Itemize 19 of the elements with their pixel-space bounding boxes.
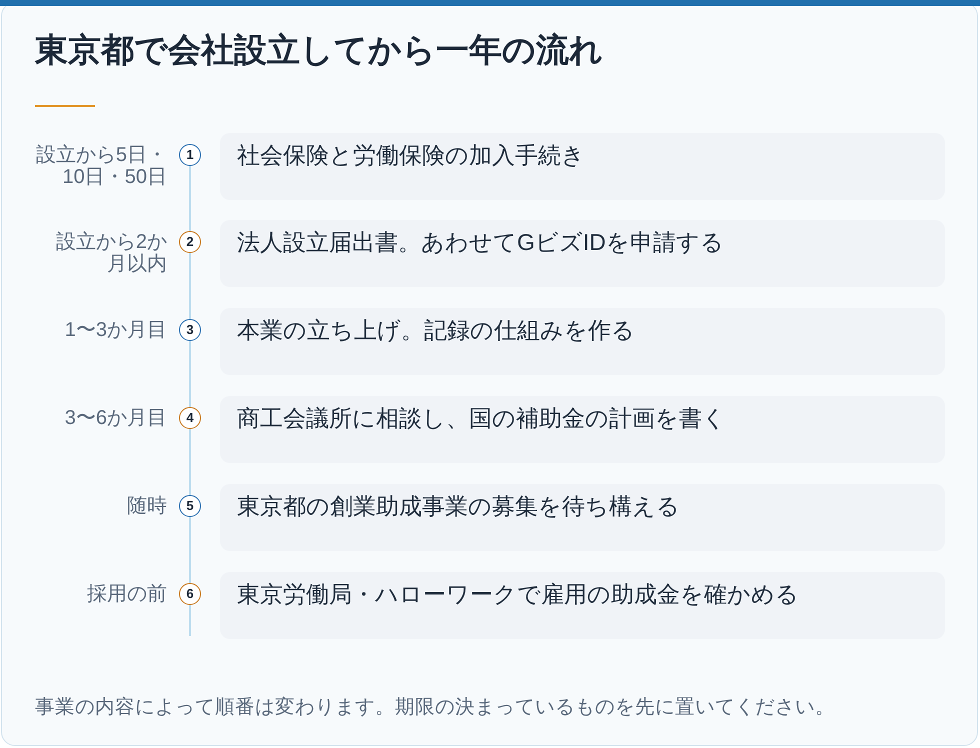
- title: 東京都で会社設立してから一年の流れ: [35, 30, 603, 70]
- step-card: 商工会議所に相談し、国の補助金の計画を書く: [220, 396, 945, 463]
- step-card: 社会保険と労働保険の加入手続き: [220, 133, 945, 200]
- timeline-line: [189, 166, 191, 231]
- date-label: 採用の前: [86, 583, 167, 605]
- date-label: 3〜6か月目: [64, 407, 167, 429]
- step-card: 本業の立ち上げ。記録の仕組みを作る: [220, 308, 945, 375]
- timeline-line: [189, 517, 191, 583]
- date-label: 1〜3か月目: [64, 319, 167, 341]
- caption: 事業の内容によって順番は変わります。期限の決まっているものを先に置いてください。: [35, 695, 835, 720]
- timeline-line: [189, 341, 191, 407]
- timeline-line: [189, 253, 191, 319]
- date-label: 随時: [126, 495, 167, 517]
- step-card: 東京労働局・ハローワークで雇用の助成金を確かめる: [220, 572, 945, 639]
- step-card: 東京都の創業助成事業の募集を待ち構える: [220, 484, 945, 551]
- step-card: 法人設立届出書。あわせてGビズIDを申請する: [220, 220, 945, 287]
- date-label: 設立から5日・10日・50日: [34, 144, 167, 188]
- date-label: 設立から2か月以内: [54, 231, 167, 275]
- timeline-line: [189, 429, 191, 495]
